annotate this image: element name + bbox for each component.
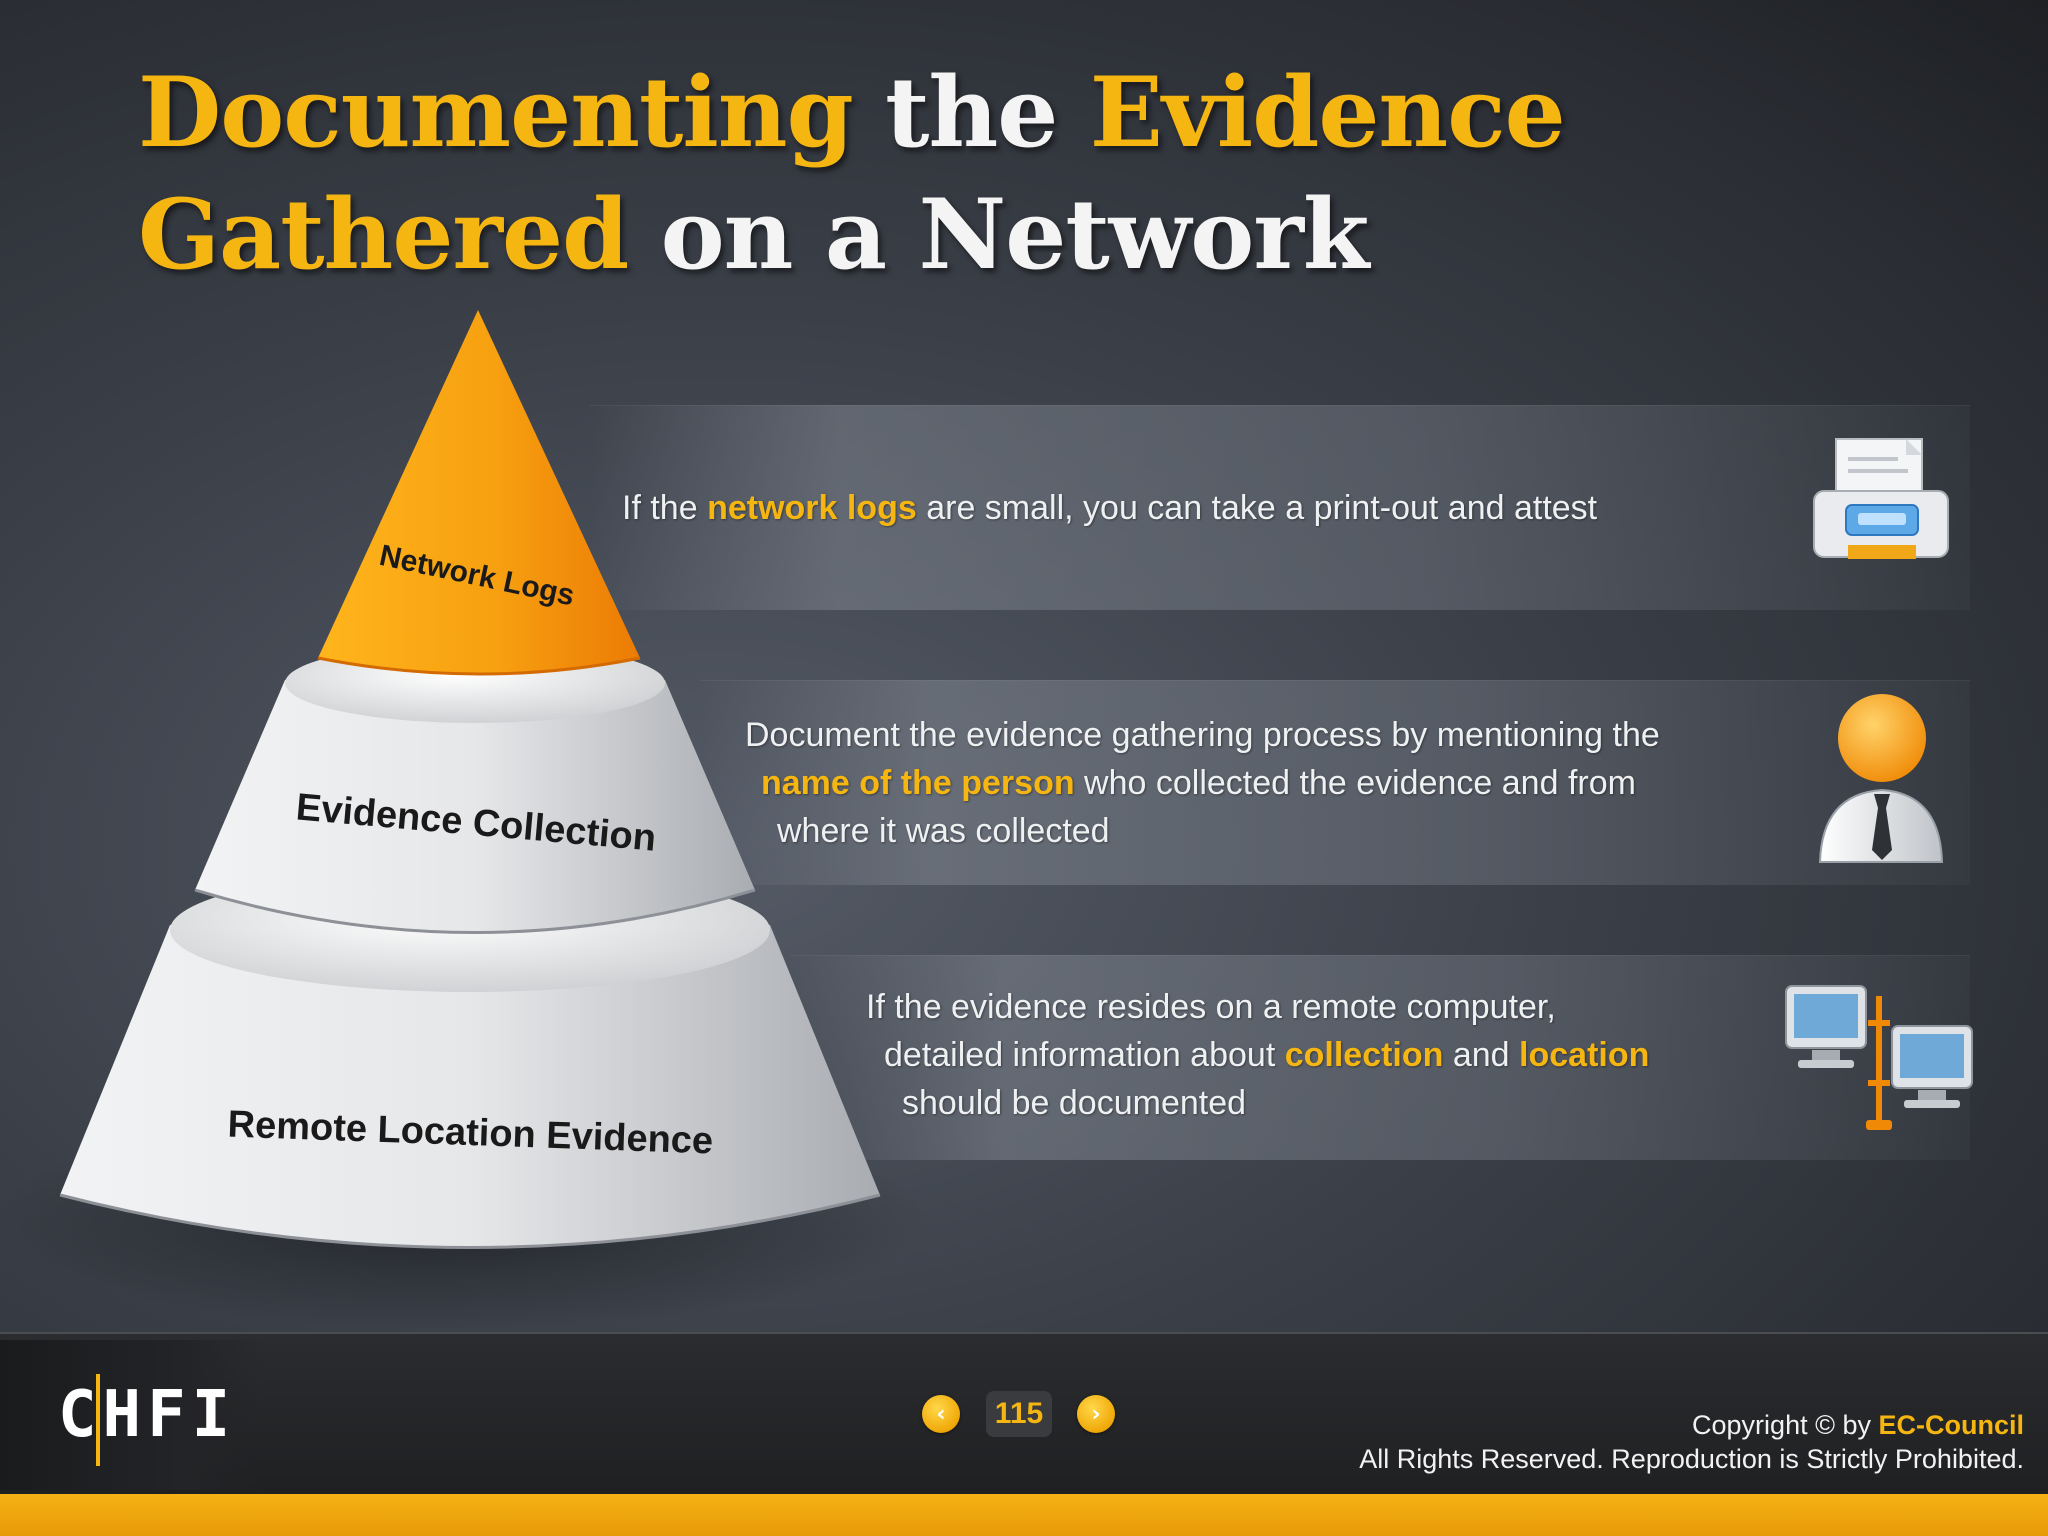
- networked-computers-icon: [1785, 985, 1973, 1130]
- tier-evidence-collection: [194, 643, 756, 934]
- rights-line: All Rights Reserved. Reproduction is Str…: [1359, 1444, 2024, 1474]
- evidence-pyramid: Network Logs Evidence Collection Remote …: [0, 310, 930, 1330]
- highlighted-phrase: name of the person: [761, 764, 1075, 802]
- info-band-3: [790, 955, 1970, 1160]
- text-segment: If the: [622, 489, 708, 527]
- text-segment: and: [1443, 1036, 1520, 1074]
- logo-divider: [96, 1374, 100, 1466]
- slide-title: Documenting the Evidence Gathered on a N…: [138, 52, 1566, 296]
- band-2-text: Document the evidence gathering process …: [745, 711, 1660, 855]
- band-text-line: name of the person who collected the evi…: [745, 759, 1660, 807]
- chevron-right-icon: ›: [1091, 1401, 1101, 1427]
- copyright-notice: Copyright © by EC-Council All Rights Res…: [1359, 1408, 2024, 1476]
- tier-network-logs: [317, 310, 641, 676]
- copyright-line: Copyright © by EC-Council: [1359, 1408, 2024, 1442]
- footer-accent-stripe: [0, 1494, 2048, 1536]
- band-text-line: detailed information about collection an…: [866, 1031, 1649, 1079]
- title-line-1: Documenting the Evidence: [138, 56, 1566, 169]
- logo-area: [0, 1340, 262, 1490]
- band-text-line: If the network logs are small, you can t…: [622, 484, 1597, 532]
- text-segment: should be documented: [902, 1084, 1247, 1122]
- band-text-line: If the evidence resides on a remote comp…: [866, 983, 1649, 1031]
- text-segment: are small, you can take a print-out and …: [916, 489, 1598, 527]
- text-segment: who collected the evidence and from: [1074, 764, 1636, 802]
- text-segment: Document the evidence gathering process …: [745, 716, 1660, 754]
- page-number: 115: [986, 1391, 1052, 1437]
- chevron-left-icon: ‹: [936, 1401, 946, 1427]
- band-text-line: where it was collected: [745, 807, 1660, 855]
- title-segment: Gathered: [138, 178, 629, 291]
- title-segment: on a Network: [628, 178, 1370, 291]
- person-icon: [1818, 694, 1944, 863]
- copyright-prefix: Copyright © by: [1692, 1410, 1879, 1440]
- title-segment: Evidence: [1089, 56, 1566, 169]
- band-1-text: If the network logs are small, you can t…: [622, 484, 1597, 532]
- chfi-logo: CHFI: [58, 1378, 237, 1452]
- info-band-1: [590, 405, 1970, 610]
- text-segment: detailed information about: [884, 1036, 1285, 1074]
- ec-council-brand: EC-Council: [1878, 1410, 2025, 1440]
- prev-page-button[interactable]: ‹: [922, 1395, 960, 1433]
- highlighted-phrase: collection: [1284, 1036, 1444, 1074]
- highlighted-phrase: network logs: [707, 489, 917, 527]
- text-segment: where it was collected: [777, 812, 1110, 850]
- title-segment: Documenting: [138, 56, 854, 169]
- text-segment: If the evidence resides on a remote comp…: [866, 988, 1556, 1026]
- title-line-2: Gathered on a Network: [138, 178, 1370, 291]
- highlighted-phrase: location: [1519, 1036, 1650, 1074]
- band-text-line: Document the evidence gathering process …: [745, 711, 1660, 759]
- title-segment: the: [852, 56, 1090, 169]
- band-text-line: should be documented: [866, 1079, 1649, 1127]
- info-band-2: [700, 680, 1970, 885]
- band-3-text: If the evidence resides on a remote comp…: [866, 983, 1649, 1127]
- printer-icon: [1813, 438, 1949, 559]
- next-page-button[interactable]: ›: [1077, 1395, 1115, 1433]
